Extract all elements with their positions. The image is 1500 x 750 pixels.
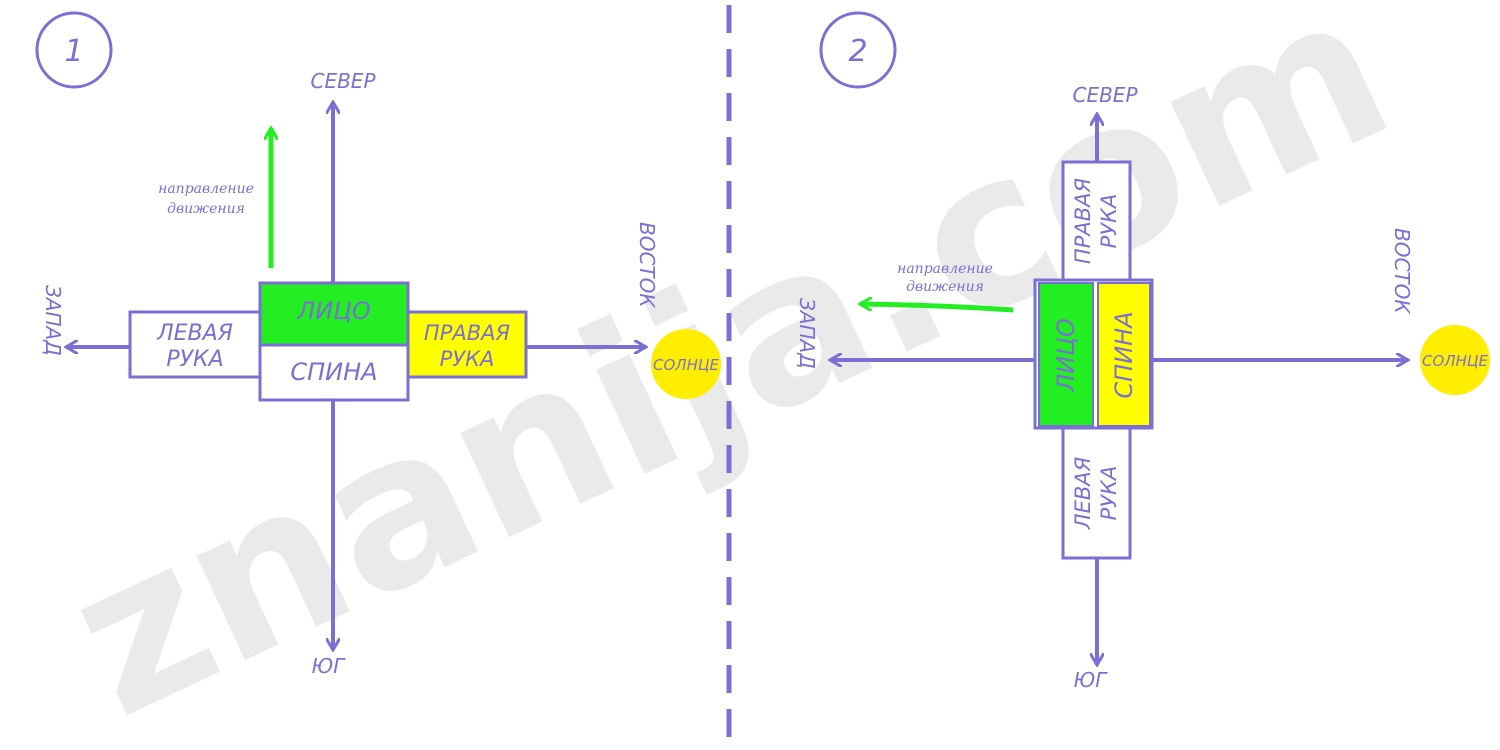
west-label: ЗАПАД [795,298,819,369]
right-hand-box [406,310,528,379]
north-label: СЕВЕР [310,69,376,93]
west-label: ЗАПАД [41,285,65,356]
sun-label: СОЛНЦЕ [653,356,719,374]
right-hand-label-line2: РУКА [1097,194,1121,249]
right-hand-label-line2: РУКА [440,347,495,371]
south-label: ЮГ [312,654,347,678]
motion-arrow [860,304,1014,313]
motion-label-line2: движения [906,279,984,295]
east-label: ВОСТОК [635,222,659,308]
face-label: ЛИЦО [296,297,371,325]
panel-number-badge-icon [819,11,897,89]
left-hand-label-line1: ЛЕВАЯ [1071,456,1095,530]
back-box [258,343,410,402]
panel-2: 2 СЕВЕР ЮГ ЗАПАД ВОСТОК направление движ… [795,11,1490,692]
left-hand-label-line2: РУКА [1097,466,1121,521]
sun-label: СОЛНЦЕ [1422,352,1488,370]
left-hand-label-line1: ЛЕВАЯ [156,321,233,346]
left-hand-box [1061,426,1132,560]
panel-number-badge-icon [35,11,113,89]
motion-label-line1: направление [897,261,993,277]
east-label: ВОСТОК [1390,228,1414,314]
face-label: ЛИЦО [1052,318,1080,393]
back-label: СПИНА [290,358,377,386]
back-label: СПИНА [1110,311,1138,398]
motion-label-line2: движения [167,201,245,217]
panel-number: 2 [848,34,867,69]
panel-number: 1 [64,34,83,69]
right-hand-label-line1: ПРАВАЯ [424,321,511,345]
sun-icon [1420,325,1490,395]
north-label: СЕВЕР [1072,83,1138,107]
left-hand-label-line2: РУКА [166,347,223,372]
panel-1: 1 СЕВЕР ЮГ ЗАПАД ВОСТОК направление движ… [35,11,721,678]
back-box [1097,282,1151,427]
face-box [1038,282,1094,427]
right-hand-label-line1: ПРАВАЯ [1071,178,1095,265]
motion-label-line1: направление [158,181,254,197]
right-hand-box [1061,160,1132,282]
south-label: ЮГ [1074,668,1109,692]
sun-icon [651,329,721,399]
